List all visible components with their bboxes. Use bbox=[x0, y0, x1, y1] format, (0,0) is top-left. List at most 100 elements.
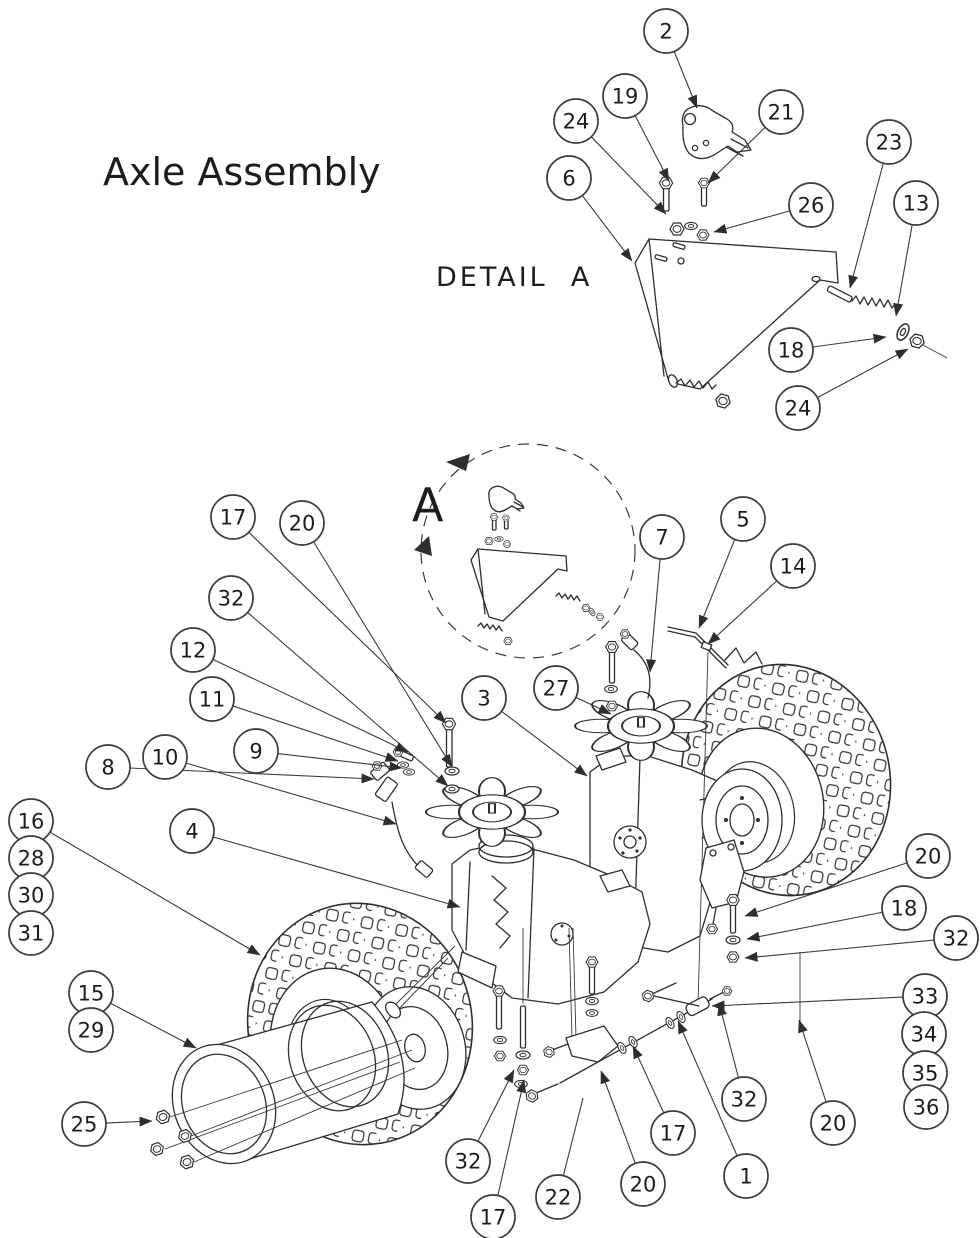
svg-text:9: 9 bbox=[249, 740, 262, 764]
callout-balloon-4: 4 bbox=[169, 808, 215, 854]
callout-balloon-32: 32 bbox=[721, 1076, 767, 1122]
callout-balloon-9: 9 bbox=[233, 728, 279, 774]
svg-text:20: 20 bbox=[630, 1173, 657, 1197]
callout-balloon-3: 3 bbox=[461, 675, 507, 721]
leader-line-17 bbox=[632, 1045, 665, 1114]
callout-balloon-6: 6 bbox=[546, 155, 592, 201]
callout-balloon-8: 8 bbox=[85, 744, 131, 790]
svg-text:25: 25 bbox=[71, 1113, 98, 1137]
callout-balloon-22: 22 bbox=[535, 1174, 581, 1220]
leader-line-32 bbox=[717, 1002, 739, 1078]
callout-balloon-32: 32 bbox=[933, 915, 979, 961]
svg-text:12: 12 bbox=[180, 639, 207, 663]
svg-text:1: 1 bbox=[739, 1165, 752, 1189]
leader-line-26 bbox=[713, 210, 790, 234]
svg-text:14: 14 bbox=[780, 555, 807, 579]
leader-line-33 bbox=[711, 996, 904, 1011]
callout-balloon-17: 17 bbox=[210, 494, 256, 540]
svg-text:32: 32 bbox=[943, 927, 970, 951]
leader-line-27 bbox=[575, 696, 612, 715]
svg-text:24: 24 bbox=[563, 110, 590, 134]
svg-text:6: 6 bbox=[562, 167, 575, 191]
leader-line-18 bbox=[746, 911, 883, 942]
callout-balloon-12: 12 bbox=[170, 627, 216, 673]
svg-text:7: 7 bbox=[655, 526, 668, 550]
leader-line-6 bbox=[581, 195, 633, 262]
svg-text:22: 22 bbox=[545, 1186, 572, 1210]
circle-arrow-top bbox=[446, 454, 470, 471]
svg-text:20: 20 bbox=[820, 1112, 847, 1136]
svg-text:17: 17 bbox=[660, 1122, 687, 1146]
detail-view-marker: A bbox=[412, 478, 444, 532]
svg-text:19: 19 bbox=[612, 85, 639, 109]
callout-balloon-23: 23 bbox=[866, 119, 912, 165]
spring-bolt-upper bbox=[826, 285, 948, 359]
svg-text:30: 30 bbox=[18, 884, 45, 908]
svg-text:15: 15 bbox=[78, 982, 105, 1006]
svg-text:23: 23 bbox=[876, 131, 903, 155]
leader-line-17 bbox=[248, 531, 447, 724]
svg-text:24: 24 bbox=[785, 397, 812, 421]
leader-line-32 bbox=[744, 939, 935, 962]
mounting-plate bbox=[634, 238, 839, 390]
callout-balloon-21: 21 bbox=[758, 89, 804, 135]
svg-text:3: 3 bbox=[477, 687, 490, 711]
leader-line-1 bbox=[677, 1020, 738, 1157]
callout-balloon-26: 26 bbox=[788, 182, 834, 228]
svg-text:8: 8 bbox=[101, 756, 114, 780]
svg-text:28: 28 bbox=[18, 847, 45, 871]
axle-tube bbox=[171, 1000, 405, 1165]
callout-balloon-10: 10 bbox=[142, 734, 188, 780]
callout-balloon-30: 30 bbox=[8, 872, 54, 918]
detail-nut-cluster bbox=[669, 221, 710, 241]
svg-text:32: 32 bbox=[731, 1088, 758, 1112]
leader-line-24 bbox=[817, 348, 909, 399]
callout-balloon-2: 2 bbox=[643, 8, 689, 54]
svg-text:32: 32 bbox=[455, 1150, 482, 1174]
hydraulic-cable-left bbox=[370, 761, 434, 878]
callout-balloon-5: 5 bbox=[720, 496, 766, 542]
callout-balloon-35: 35 bbox=[902, 1050, 948, 1096]
leader-line-21 bbox=[707, 126, 766, 184]
leader-line-11 bbox=[232, 705, 399, 762]
switch-bracket bbox=[681, 105, 752, 160]
right-brake-disc bbox=[699, 768, 783, 935]
svg-text:33: 33 bbox=[912, 985, 939, 1009]
svg-text:34: 34 bbox=[911, 1023, 938, 1047]
svg-text:20: 20 bbox=[289, 512, 316, 536]
leader-line-4 bbox=[213, 836, 461, 909]
leader-line-16 bbox=[49, 831, 261, 956]
callout-balloon-20: 20 bbox=[279, 500, 325, 546]
leader-lines bbox=[49, 51, 935, 1196]
leader-line-13 bbox=[893, 224, 913, 317]
callout-balloon-13: 13 bbox=[893, 180, 939, 226]
left-transaxle bbox=[384, 776, 651, 1019]
callout-balloon-28: 28 bbox=[8, 835, 54, 881]
leader-line-15 bbox=[110, 1002, 197, 1049]
svg-text:26: 26 bbox=[798, 194, 825, 218]
callout-balloon-32: 32 bbox=[445, 1138, 491, 1184]
detail-bolts bbox=[658, 176, 711, 212]
leader-line-32 bbox=[247, 611, 449, 787]
leader-line-5 bbox=[698, 539, 736, 629]
svg-text:13: 13 bbox=[903, 192, 930, 216]
callout-balloon-32: 32 bbox=[208, 575, 254, 621]
svg-text:32: 32 bbox=[218, 587, 245, 611]
leader-line-24 bbox=[590, 136, 667, 215]
leader-line-17 bbox=[497, 1079, 527, 1196]
leader-line-22 bbox=[562, 1097, 584, 1176]
spring-bolt-lower bbox=[667, 374, 733, 410]
leader-line-32 bbox=[477, 1069, 515, 1142]
svg-text:10: 10 bbox=[152, 746, 179, 770]
callout-balloon-34: 34 bbox=[901, 1011, 947, 1057]
circle-arrow-left bbox=[414, 536, 432, 556]
callout-balloon-27: 27 bbox=[533, 665, 579, 711]
callout-balloon-7: 7 bbox=[639, 514, 685, 560]
callout-balloon-11: 11 bbox=[189, 676, 235, 722]
callout-balloon-19: 19 bbox=[602, 73, 648, 119]
leader-line-9 bbox=[277, 752, 403, 772]
callout-balloon-14: 14 bbox=[770, 543, 816, 589]
callout-balloon-17: 17 bbox=[650, 1110, 696, 1156]
